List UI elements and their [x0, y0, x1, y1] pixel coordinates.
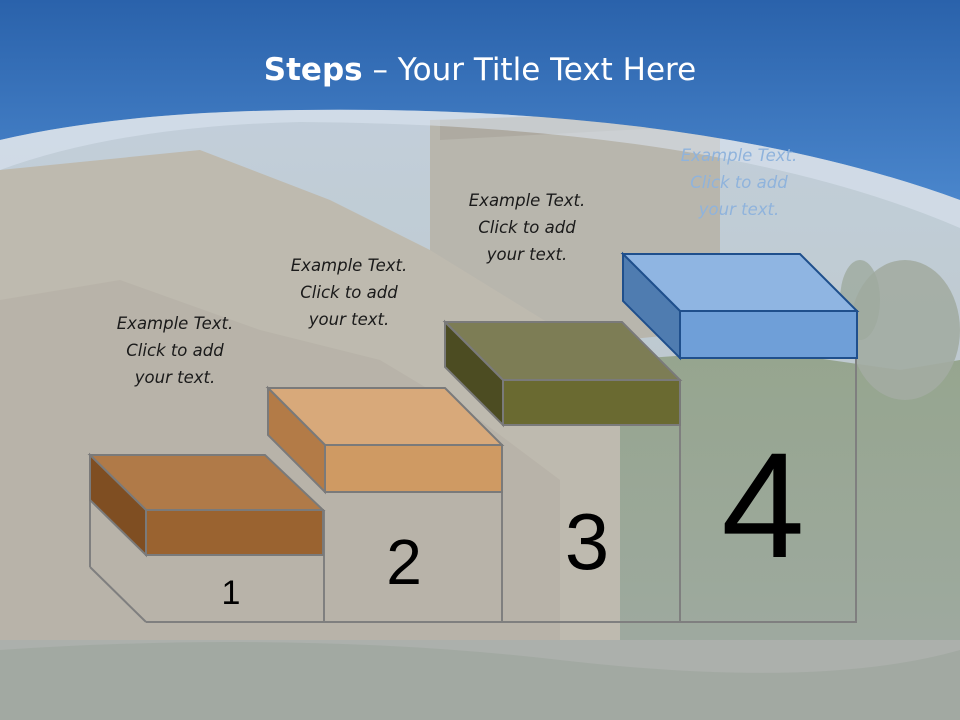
step-3-line-2: Click to add	[478, 218, 576, 237]
title-rest: – Your Title Text Here	[362, 52, 697, 88]
step-4-text[interactable]: Example Text. Click to add your text.	[654, 142, 824, 223]
step-1-line-1: Example Text.	[116, 314, 234, 333]
step-2-line-2: Click to add	[300, 283, 398, 302]
step-4-line-3: your text.	[698, 200, 780, 219]
slide-title[interactable]: Steps – Your Title Text Here	[0, 52, 960, 88]
step-4-line-1: Example Text.	[680, 146, 798, 165]
step-3-block[interactable]	[442, 319, 683, 428]
step-1-line-2: Click to add	[126, 341, 224, 360]
step-3-number: 3	[565, 497, 610, 586]
step-1-text[interactable]: Example Text. Click to add your text.	[90, 310, 260, 391]
step-4-number: 4	[721, 421, 804, 589]
step-1-block[interactable]	[87, 452, 326, 558]
step-2-block[interactable]	[265, 385, 505, 495]
step-4-block[interactable]	[620, 251, 860, 361]
step-3-line-3: your text.	[486, 245, 568, 264]
title-bold: Steps	[263, 52, 363, 88]
stair-outline	[89, 358, 857, 623]
step-1-line-3: your text.	[134, 368, 216, 387]
step-2-line-1: Example Text.	[290, 256, 408, 275]
step-1-number: 1	[222, 574, 241, 612]
step-2-number: 2	[386, 526, 422, 598]
step-3-text[interactable]: Example Text. Click to add your text.	[442, 187, 612, 268]
step-2-line-3: your text.	[308, 310, 390, 329]
step-2-text[interactable]: Example Text. Click to add your text.	[264, 252, 434, 333]
step-4-line-2: Click to add	[690, 173, 788, 192]
step-3-line-1: Example Text.	[468, 191, 586, 210]
